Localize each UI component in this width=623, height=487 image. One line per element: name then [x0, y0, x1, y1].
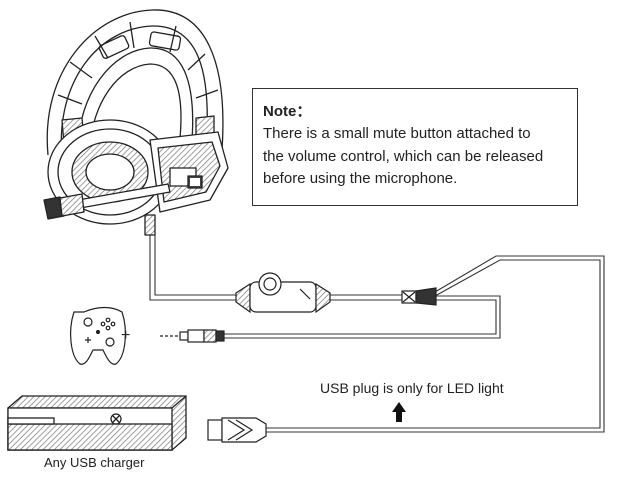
note-line-2: the volume control, which can be release… — [263, 147, 544, 165]
note-line-1: There is a small mute button attached to — [263, 125, 531, 142]
up-arrow-icon — [392, 402, 406, 422]
usb-note-label: USB plug is only for LED light — [320, 380, 504, 396]
cable-splitter-icon — [401, 287, 437, 306]
note-box: Note： There is a small mute button attac… — [252, 88, 578, 206]
note-title: Note： — [263, 103, 312, 120]
headset-icon — [43, 9, 229, 236]
inline-volume-control-icon — [235, 272, 331, 314]
cable-lines — [149, 235, 605, 433]
audio-jack-icon — [160, 329, 225, 343]
game-controller-icon — [70, 306, 126, 365]
xbox-console-icon — [7, 395, 187, 451]
usb-charger-label: Any USB charger — [44, 455, 145, 470]
note-line-3: before using the microphone. — [263, 170, 458, 187]
plus-sign: + — [121, 327, 131, 344]
usb-plug-icon — [207, 417, 267, 443]
